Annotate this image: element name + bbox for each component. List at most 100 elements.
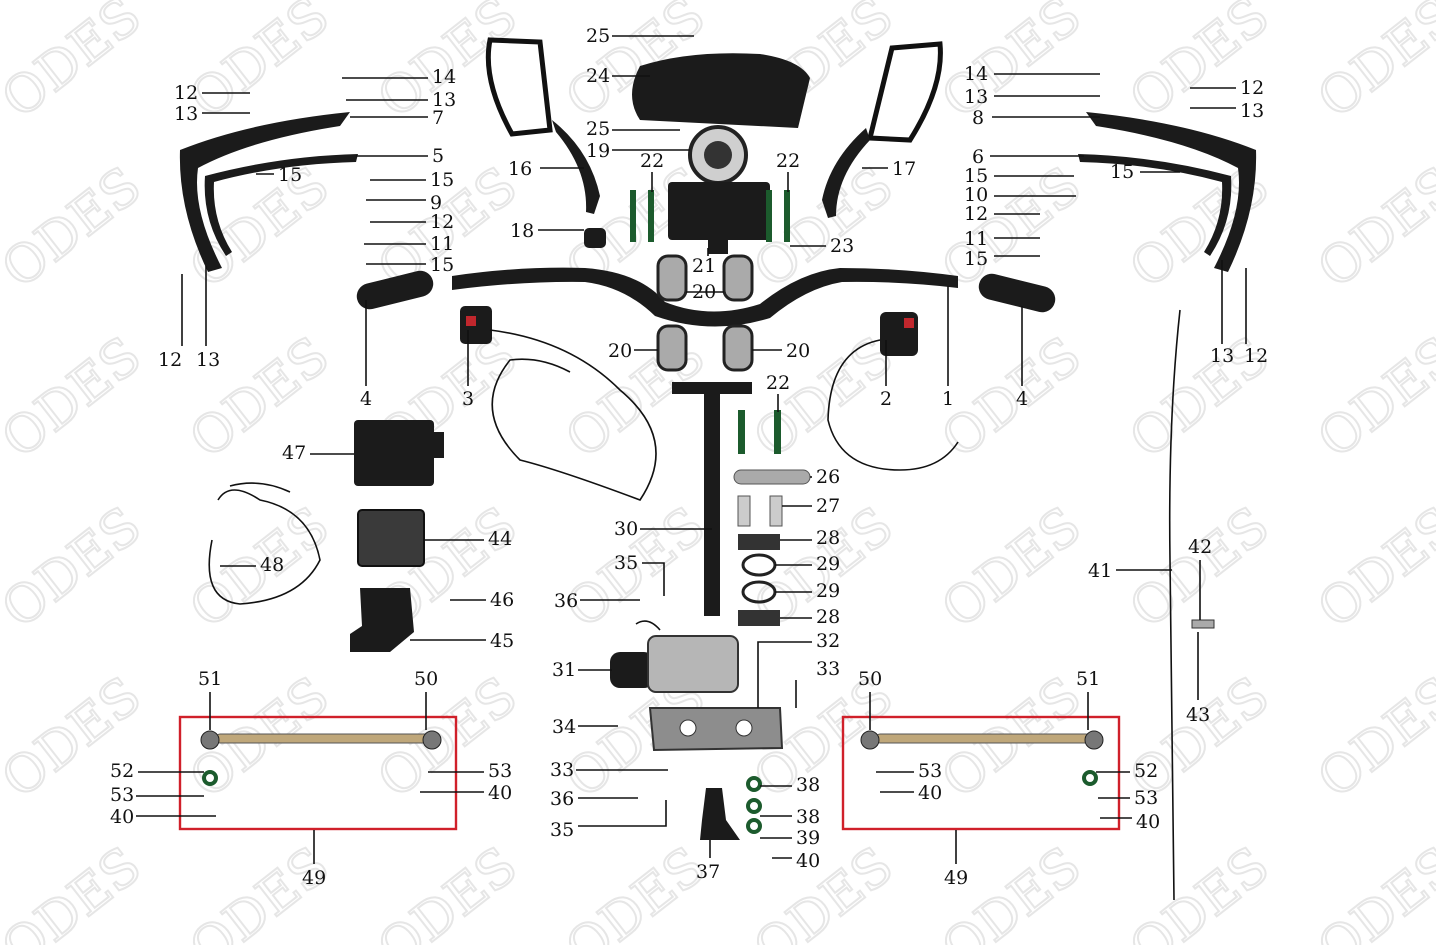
callout-label: 37 (696, 861, 720, 883)
callout-label: 35 (614, 552, 638, 574)
clamp-20-a (656, 254, 688, 302)
callout-label: 48 (260, 554, 284, 576)
ecu-47 (354, 420, 434, 486)
callout-label: 23 (830, 235, 854, 257)
visor-24 (632, 53, 810, 129)
callout-label: 12 (1244, 345, 1268, 367)
callout-label: 40 (918, 782, 942, 804)
watermark-text: ODES (931, 326, 1092, 470)
callout-label: 20 (692, 281, 716, 303)
callout-label: 38 (796, 806, 820, 828)
washer-38-b (746, 798, 762, 814)
harness-48 (208, 489, 321, 605)
callout-label: 22 (766, 372, 790, 394)
eps-housing (647, 635, 739, 693)
callout-label: 3 (462, 388, 474, 410)
callout-label: 40 (488, 782, 512, 804)
callout-label: 13 (432, 89, 456, 111)
watermark-text: ODES (1307, 156, 1436, 300)
callout-label: 13 (174, 103, 198, 125)
leader-line (578, 800, 667, 827)
eps-motor-31 (610, 652, 654, 688)
watermark-text: ODES (931, 496, 1092, 640)
callout-label: 49 (302, 867, 326, 889)
callout-label: 36 (550, 788, 574, 810)
callout-label: 12 (430, 211, 454, 233)
callout-label: 25 (586, 25, 610, 47)
callout-label: 29 (816, 580, 840, 602)
mount-plate-32 (648, 707, 784, 752)
callout-label: 15 (964, 165, 988, 187)
block-28-b (738, 610, 780, 626)
callout-label: 41 (1088, 560, 1112, 582)
bolt-22-e (738, 410, 745, 454)
spacer-27-a (737, 495, 751, 527)
watermark-text: ODES (931, 0, 1092, 130)
callout-label: 50 (858, 668, 882, 690)
right-hand-guard-bar-6 (1078, 154, 1232, 256)
bolt-22-a (630, 190, 636, 242)
callout-label: 12 (964, 203, 988, 225)
bracket-21 (668, 182, 770, 240)
clamp-20-c (656, 324, 688, 372)
spacer-27-b (769, 495, 783, 527)
callout-label: 40 (1136, 811, 1160, 833)
washer-38-a (746, 776, 762, 792)
left-grip (356, 270, 434, 310)
callout-label: 28 (816, 527, 840, 549)
watermark-text: ODES (367, 836, 528, 945)
bolt-22-b (648, 190, 654, 242)
left-hand-guard-bar-5 (204, 154, 358, 256)
right-mirror-17 (866, 41, 943, 143)
callout-label: 11 (964, 228, 988, 250)
callout-label: 13 (196, 349, 220, 371)
callout-label: 49 (944, 867, 968, 889)
callout-label: 51 (198, 668, 222, 690)
callout-label: 53 (1134, 787, 1158, 809)
callout-label: 18 (510, 220, 534, 242)
clamp-20-d (722, 324, 754, 372)
callout-label: 22 (776, 150, 800, 172)
handlebar (452, 267, 958, 327)
bolt-22-d (784, 190, 790, 242)
watermark-text: ODES (1119, 156, 1280, 300)
callout-label: 40 (110, 806, 134, 828)
parts-layer (179, 37, 1257, 901)
callout-label: 13 (1240, 100, 1264, 122)
callout-label: 8 (972, 107, 984, 129)
left-mirror-16 (485, 37, 553, 137)
callout-label: 6 (972, 146, 984, 168)
callout-label: 31 (552, 659, 576, 681)
callout-label: 53 (918, 760, 942, 782)
callout-label: 52 (110, 760, 134, 782)
callout-label: 32 (816, 630, 840, 652)
right-switch-wiring (827, 339, 959, 471)
left-mirror-stem (552, 120, 600, 214)
watermark-text: ODES (0, 156, 152, 300)
callout-label: 15 (1110, 161, 1134, 183)
callout-label: 9 (430, 192, 442, 214)
nut-52-left (202, 770, 218, 786)
callout-label: 27 (816, 495, 840, 517)
nut-52-right (1082, 770, 1098, 786)
callout-label: 44 (488, 528, 512, 550)
callout-label: 19 (586, 140, 610, 162)
watermark-text: ODES (1307, 836, 1436, 945)
watermark-text: ODES (1119, 836, 1280, 945)
callout-label: 15 (430, 169, 454, 191)
callout-label: 20 (608, 340, 632, 362)
callout-label: 38 (796, 774, 820, 796)
callout-label: 47 (282, 442, 306, 464)
callout-label: 16 (508, 158, 532, 180)
callout-label: 12 (174, 82, 198, 104)
leader-line (642, 562, 665, 596)
callout-label: 21 (692, 255, 716, 277)
callout-label: 53 (488, 760, 512, 782)
watermark-text: ODES (555, 326, 716, 470)
bolt-22-f (774, 410, 781, 454)
callout-label: 4 (360, 388, 372, 410)
callout-label: 14 (964, 63, 988, 85)
